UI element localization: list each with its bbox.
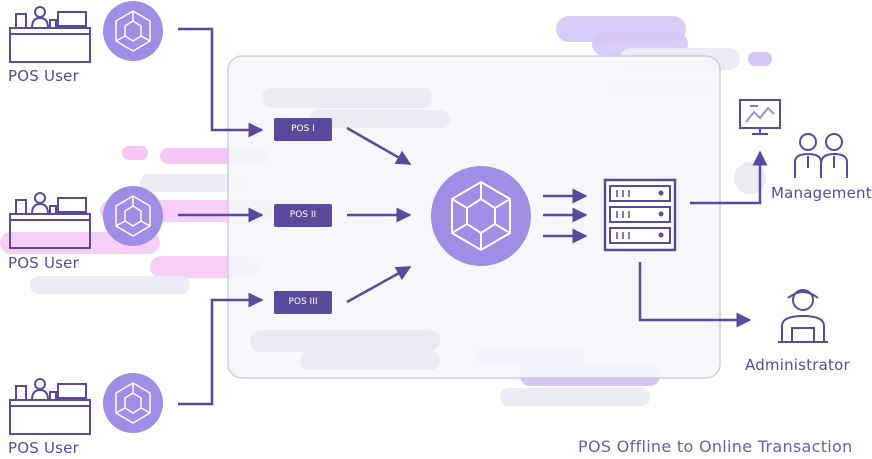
pos-terminal-1: POS I: [274, 118, 332, 141]
pos-terminal-2: POS II: [274, 204, 332, 227]
administrator-label: Administrator: [745, 356, 850, 374]
connectors: [178, 27, 768, 406]
blockchain-cube-icon: [103, 1, 163, 61]
pos-user-label-3: POS User: [8, 439, 79, 457]
central-blockchain-icon: [431, 166, 531, 266]
cashier-desk-icon: [9, 192, 91, 249]
management-label: Management: [771, 184, 872, 202]
blockchain-cube-icon: [103, 186, 163, 246]
pos-user-label-1: POS User: [8, 67, 79, 85]
chart-monitor-icon: [739, 99, 781, 135]
cashier-desk-icon: [9, 6, 91, 63]
diagram-caption: POS Offline to Online Transaction: [578, 437, 853, 456]
pos-terminal-3: POS III: [274, 291, 332, 314]
administrator-laptop-icon: [778, 289, 828, 343]
cashier-desk-icon: [9, 378, 91, 435]
blockchain-cube-icon: [103, 373, 163, 433]
pos-user-label-2: POS User: [8, 254, 79, 272]
server-rack-icon: [603, 178, 677, 252]
people-group-icon: [794, 133, 848, 178]
